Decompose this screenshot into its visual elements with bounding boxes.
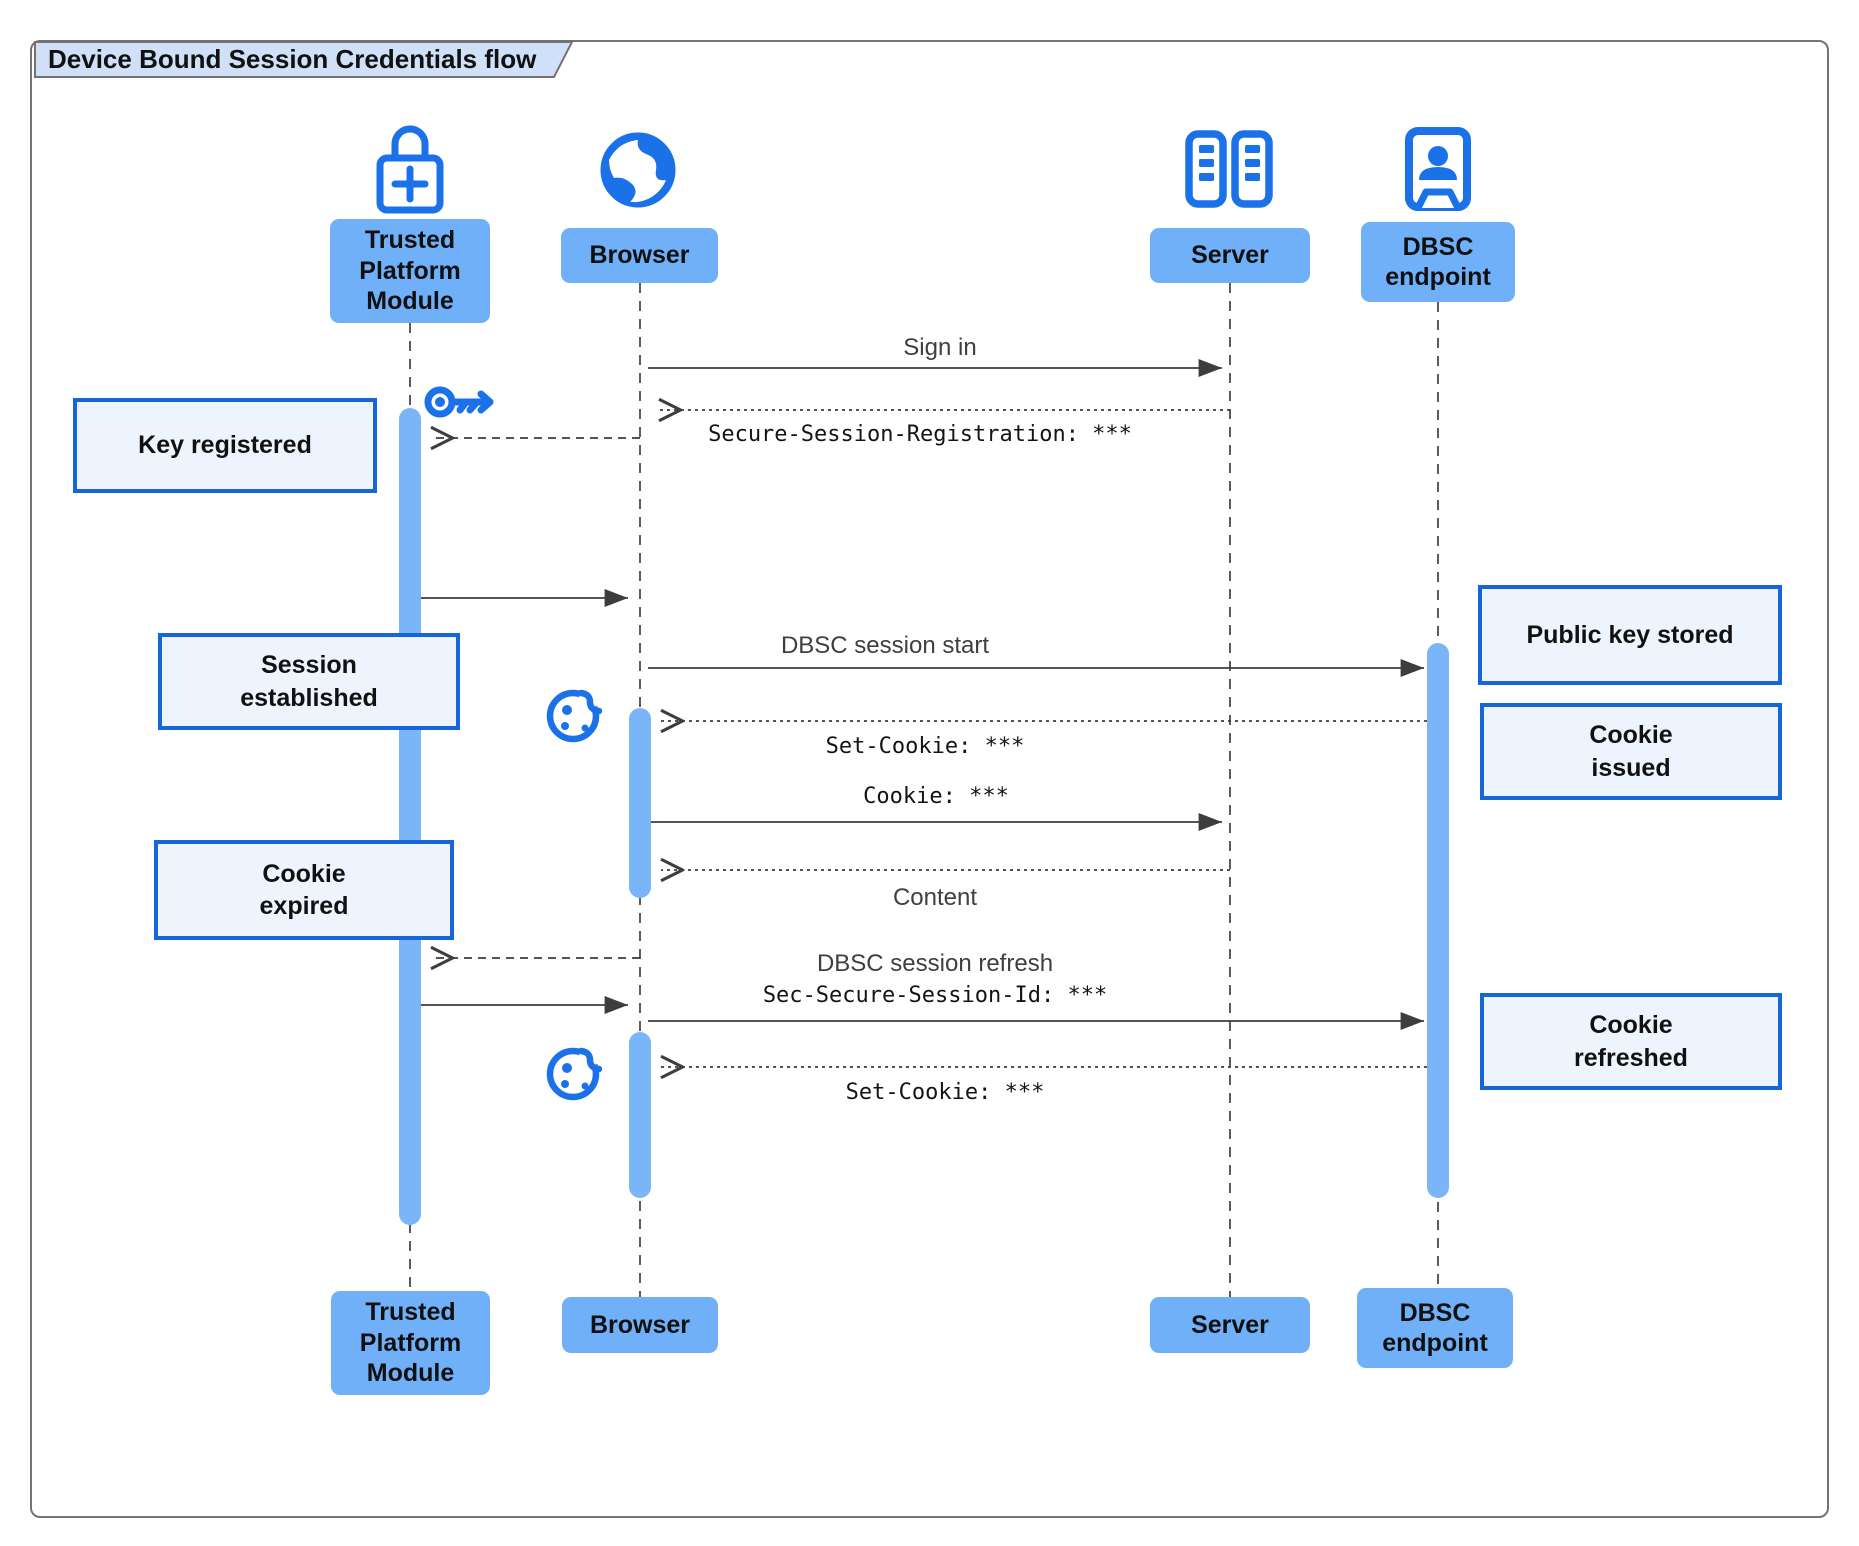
actor-dbsc-bottom: DBSC endpoint xyxy=(1357,1288,1513,1368)
actor-server-top: Server xyxy=(1150,228,1310,283)
activation-browser-1 xyxy=(629,708,651,898)
globe-icon xyxy=(600,132,676,208)
activation-dbsc xyxy=(1427,643,1449,1198)
actor-server-bottom: Server xyxy=(1150,1297,1310,1353)
title-tab xyxy=(34,41,574,78)
actor-browser-top: Browser xyxy=(561,228,718,283)
activation-tpm xyxy=(399,408,421,1225)
actor-tpm-top: Trusted Platform Module xyxy=(330,219,490,323)
note-session-established: Session established xyxy=(158,633,460,730)
endpoint-person-icon xyxy=(1405,127,1471,211)
msg-sec-secure-session-id: Sec-Secure-Session-Id: *** xyxy=(762,983,1108,1008)
note-key-registered: Key registered xyxy=(73,398,377,493)
actor-tpm-bottom: Trusted Platform Module xyxy=(331,1291,490,1395)
note-cookie-expired: Cookie expired xyxy=(154,840,454,940)
msg-dbsc-session-refresh: DBSC session refresh xyxy=(816,950,1054,977)
msg-set-cookie-issue: Set-Cookie: *** xyxy=(825,734,1025,759)
cookie-icon xyxy=(546,681,604,743)
msg-set-cookie-refresh: Set-Cookie: *** xyxy=(845,1080,1045,1105)
msg-dbsc-session-start: DBSC session start xyxy=(780,632,990,659)
cookie-icon xyxy=(546,1039,604,1101)
key-icon xyxy=(424,386,494,418)
note-cookie-issued: Cookie issued xyxy=(1480,703,1782,800)
note-public-key-stored: Public key stored xyxy=(1478,585,1782,685)
activation-browser-2 xyxy=(629,1032,651,1198)
diagram-title: Device Bound Session Credentials flow xyxy=(48,44,537,74)
server-rack-icon xyxy=(1185,130,1273,208)
msg-cookie: Cookie: *** xyxy=(863,784,1009,809)
lock-plus-icon xyxy=(376,125,444,214)
note-cookie-refreshed: Cookie refreshed xyxy=(1480,993,1782,1090)
actor-browser-bottom: Browser xyxy=(562,1297,718,1353)
actor-dbsc-top: DBSC endpoint xyxy=(1361,222,1515,302)
msg-secure-session-registration: Secure-Session-Registration: *** xyxy=(708,422,1132,447)
msg-content: Content xyxy=(892,884,978,911)
msg-sign-in: Sign in xyxy=(903,334,977,361)
